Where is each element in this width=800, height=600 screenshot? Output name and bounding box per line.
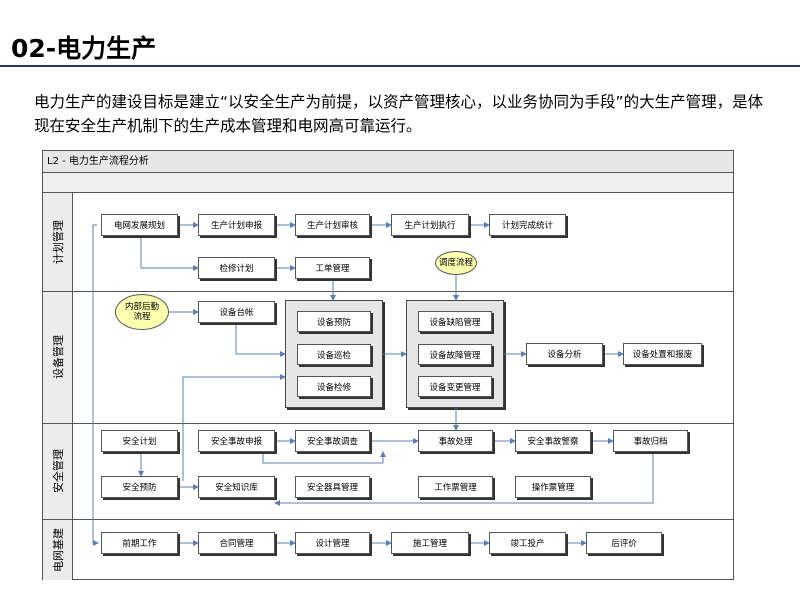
lane-header-safety: 安全管理	[43, 423, 73, 519]
node-equipment-inspection[interactable]: 设备巡检	[297, 344, 371, 365]
node-post-evaluation[interactable]: 后评价	[586, 532, 662, 554]
node-equipment-ledger[interactable]: 设备台帐	[198, 301, 275, 323]
node-incident-archive[interactable]: 事故归档	[613, 430, 688, 452]
lane-separator	[43, 423, 733, 424]
node-incident-handling[interactable]: 事故处理	[418, 430, 493, 452]
process-diagram: L2 - 电力生产流程分析 计划管理 设备管理 安全管理 电网基建	[42, 150, 734, 580]
node-work-ticket-management[interactable]: 工作票管理	[418, 476, 493, 498]
node-equipment-defect-management[interactable]: 设备缺陷管理	[418, 311, 492, 332]
node-equipment-change-management[interactable]: 设备变更管理	[418, 376, 492, 397]
node-production-plan-review[interactable]: 生产计划审核	[295, 214, 370, 236]
title-rule	[0, 65, 800, 67]
oval-dispatch-process[interactable]: 调度流程	[435, 251, 477, 275]
node-equipment-fault-management[interactable]: 设备故障管理	[418, 344, 492, 365]
node-construction-management[interactable]: 施工管理	[391, 532, 469, 554]
node-plan-completion-stats[interactable]: 计划完成统计	[489, 214, 566, 236]
node-safety-incident-investigation[interactable]: 安全事故调查	[295, 430, 370, 452]
node-safety-incident-report[interactable]: 安全事故申报	[198, 430, 275, 452]
node-safety-prevention[interactable]: 安全预防	[101, 476, 178, 498]
node-production-plan-execute[interactable]: 生产计划执行	[391, 214, 469, 236]
page-title: 02-电力生产	[11, 34, 157, 63]
diagram-title: L2 - 电力生产流程分析	[43, 151, 733, 173]
node-preliminary-work[interactable]: 前期工作	[101, 532, 178, 554]
intro-paragraph: 电力生产的建设目标是建立“以安全生产为前提，以资产管理核心，以业务协同为手段”的…	[34, 93, 764, 135]
lane-separator	[43, 519, 733, 520]
node-grid-development-plan[interactable]: 电网发展规划	[101, 214, 178, 236]
lane-header-equipment: 设备管理	[43, 291, 73, 423]
node-completion-commissioning[interactable]: 竣工投产	[489, 532, 566, 554]
lane-header-plan: 计划管理	[43, 193, 73, 291]
node-equipment-analysis[interactable]: 设备分析	[526, 343, 603, 365]
flow-connectors	[92, 222, 654, 546]
node-equipment-disposal[interactable]: 设备处置和报废	[623, 343, 702, 365]
node-equipment-overhaul[interactable]: 设备检修	[297, 376, 371, 397]
node-operation-ticket-management[interactable]: 操作票管理	[515, 476, 591, 498]
oval-internal-logistics[interactable]: 内部后勤流程	[115, 294, 169, 330]
node-production-plan-submit[interactable]: 生产计划申报	[198, 214, 275, 236]
node-contract-management[interactable]: 合同管理	[198, 532, 275, 554]
node-work-order-management[interactable]: 工单管理	[295, 257, 370, 279]
lane-separator	[43, 291, 733, 292]
node-safety-equipment-management[interactable]: 安全器具管理	[295, 476, 370, 498]
node-design-management[interactable]: 设计管理	[295, 532, 370, 554]
diagram-subheader	[43, 173, 733, 193]
node-equipment-prevention[interactable]: 设备预防	[297, 311, 371, 332]
node-safety-incident-alert[interactable]: 安全事故警察	[515, 430, 591, 452]
node-maintenance-plan[interactable]: 检修计划	[198, 257, 275, 279]
node-safety-plan[interactable]: 安全计划	[101, 430, 178, 452]
node-safety-knowledge-base[interactable]: 安全知识库	[198, 476, 275, 498]
lane-header-construction: 电网基建	[43, 519, 73, 580]
